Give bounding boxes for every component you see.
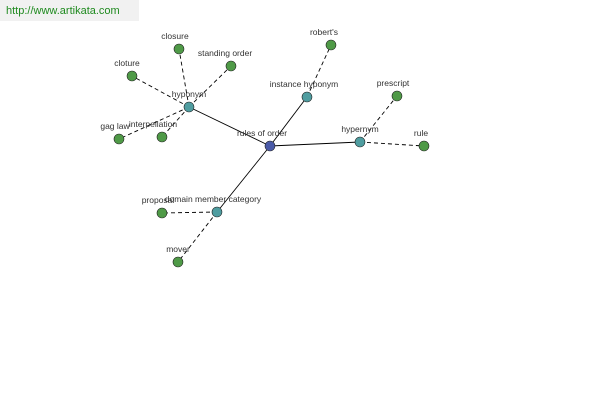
node-label-leaf-gag-law: gag law	[100, 121, 130, 131]
node-label-relation-domain-member-category: domain member category	[165, 194, 262, 204]
node-leaf-gag-law[interactable]	[113, 133, 125, 145]
node-label-leaf-mover: mover	[166, 244, 190, 254]
node-label-leaf-standing-order: standing order	[198, 48, 253, 58]
edge-center-instance-hyponym	[269, 96, 308, 147]
node-relation-instance-hyponym[interactable]	[301, 91, 313, 103]
node-leaf-proposal[interactable]	[156, 207, 168, 219]
node-label-leaf-prescript: prescript	[377, 78, 410, 88]
node-leaf-standing-order[interactable]	[225, 60, 237, 72]
graph-edges	[118, 44, 425, 263]
node-label-leaf-cloture: cloture	[114, 58, 140, 68]
node-label-leaf-proposal: proposal	[142, 195, 175, 205]
node-label-relation-hyponym: hyponym	[172, 89, 207, 99]
node-leaf-robert-s[interactable]	[325, 39, 337, 51]
edge-hypernym-prescript	[359, 95, 398, 143]
node-label-leaf-closure: closure	[161, 31, 189, 41]
edge-hyponym-cloture	[131, 75, 190, 108]
node-label-center: rules of order	[237, 128, 287, 138]
node-relation-hyponym[interactable]	[183, 101, 195, 113]
node-leaf-prescript[interactable]	[391, 90, 403, 102]
node-relation-hypernym[interactable]	[354, 136, 366, 148]
edge-hyponym-gag-law	[118, 106, 190, 140]
node-label-leaf-robert-s: robert's	[310, 27, 338, 37]
node-label-leaf-rule: rule	[414, 128, 428, 138]
edge-center-hypernym	[269, 141, 361, 147]
edge-hyponym-closure	[178, 48, 190, 108]
node-leaf-mover[interactable]	[172, 256, 184, 268]
node-relation-domain-member-category[interactable]	[211, 206, 223, 218]
node-leaf-interpellation[interactable]	[156, 131, 168, 143]
source-url: http://www.artikata.com	[0, 0, 139, 21]
node-label-relation-instance-hyponym: instance hyponym	[270, 79, 339, 89]
edge-instance-hyponym-robert-s	[306, 44, 332, 98]
node-center[interactable]	[264, 140, 276, 152]
edge-hyponym-standing-order	[188, 65, 232, 108]
node-label-leaf-interpellation: interpellation	[129, 119, 177, 129]
edge-center-hyponym	[188, 106, 271, 147]
node-leaf-closure[interactable]	[173, 43, 185, 55]
graph-nodes	[113, 39, 430, 268]
edge-center-domain-member-category	[216, 145, 271, 213]
edge-domain-member-category-mover	[177, 211, 218, 263]
node-label-relation-hypernym: hypernym	[341, 124, 378, 134]
edge-domain-member-category-proposal	[161, 211, 218, 214]
edge-hypernym-rule	[359, 141, 425, 147]
node-leaf-rule[interactable]	[418, 140, 430, 152]
node-leaf-cloture[interactable]	[126, 70, 138, 82]
graph-labels: rules of order hyponym closure standing ord…	[100, 27, 428, 254]
